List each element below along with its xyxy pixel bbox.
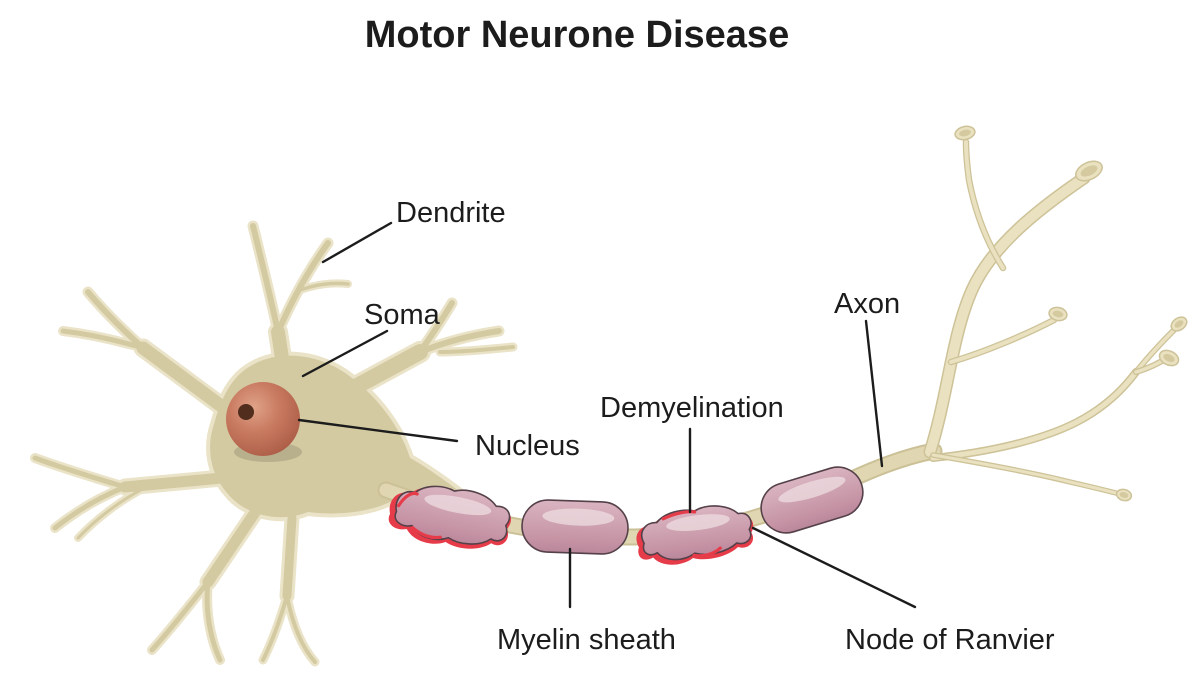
- terminal-bouton: [1075, 160, 1103, 182]
- dendrite-branch: [60, 328, 146, 351]
- terminal-bouton: [1048, 306, 1068, 322]
- label-demyelination: Demyelination: [600, 392, 784, 424]
- dendrite-branch: [76, 483, 152, 540]
- myelin-segment-damaged: [636, 505, 754, 565]
- dendrite-branch: [85, 289, 146, 351]
- dendrite-branch: [52, 484, 128, 531]
- label-axon: Axon: [834, 288, 900, 320]
- leader-lines: [297, 221, 917, 609]
- myelin-segment: [521, 499, 629, 555]
- label-soma: Soma: [364, 299, 441, 331]
- dendrite-branch: [438, 345, 515, 354]
- dendrite-branch: [417, 328, 502, 355]
- myelin-segment-damaged: [388, 485, 511, 549]
- dendrite-leader-line: [321, 221, 393, 264]
- myelin-segment: [760, 466, 864, 534]
- dendrite-branch: [202, 502, 264, 588]
- myelin-sheath-segments: [388, 466, 864, 565]
- dendrite-branch: [285, 594, 317, 664]
- terminal-bouton: [1170, 316, 1188, 332]
- label-node-of-ranvier: Node of Ranvier: [845, 624, 1055, 656]
- label-nucleus: Nucleus: [475, 430, 580, 462]
- dendrite-branch: [149, 579, 211, 653]
- terminal-bouton: [1115, 488, 1133, 502]
- node-of-ranvier-leader-line: [751, 526, 917, 609]
- dendrite-branch: [275, 240, 331, 335]
- nucleus-shape: [226, 382, 300, 456]
- nucleus-leader-line: [297, 418, 459, 443]
- soma-leader-line: [301, 329, 389, 378]
- axon-leader-line: [864, 319, 884, 468]
- dendrite-branch: [204, 579, 223, 663]
- dendrite-branch: [32, 455, 128, 490]
- dendrite-branch: [119, 472, 228, 493]
- dendrite-branch: [282, 513, 297, 601]
- label-myelin-sheath: Myelin sheath: [497, 624, 676, 656]
- dendrite-branch: [298, 281, 350, 292]
- page-title: Motor Neurone Disease: [365, 14, 789, 56]
- dendrite-branch: [136, 341, 239, 421]
- nucleolus-shape: [238, 404, 254, 420]
- terminal-bouton: [1158, 349, 1180, 367]
- dendrite-branch: [261, 594, 289, 662]
- terminal-bouton: [954, 125, 976, 141]
- dendrite-branch: [250, 223, 281, 335]
- label-dendrite: Dendrite: [396, 197, 506, 229]
- axon-terminals: [923, 125, 1188, 502]
